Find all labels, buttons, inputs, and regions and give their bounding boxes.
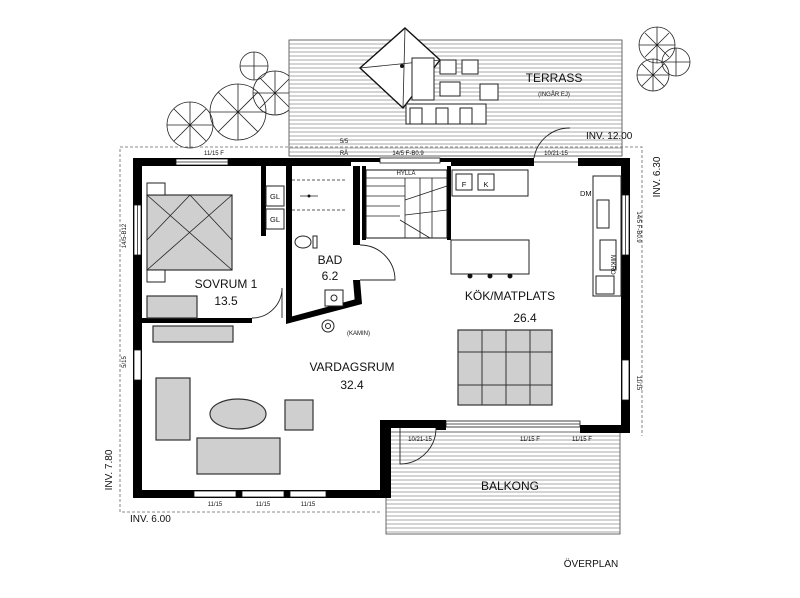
inv-left: INV. 7.80 — [104, 449, 115, 490]
bar-stools — [467, 273, 513, 279]
dm-label: DM — [580, 189, 592, 198]
double-bed — [146, 182, 233, 283]
room-name-bad: BAD — [318, 253, 343, 267]
kamin-icon — [321, 319, 335, 333]
room-area-bad: 6.2 — [322, 269, 339, 283]
balcony-door — [399, 427, 437, 465]
terrass-deck — [288, 39, 623, 157]
bathroom-door — [359, 244, 396, 281]
wardrobe — [146, 295, 198, 319]
dining-table — [457, 329, 553, 406]
kitchen-island — [450, 239, 530, 275]
kitchen-k-label: K — [483, 180, 488, 189]
tree-icon — [638, 26, 676, 64]
tree-icon — [661, 47, 691, 77]
label-w-top-left: 11/15 F — [204, 151, 224, 157]
label-w-left-mid: 5/15 — [122, 356, 128, 368]
terrace-door — [533, 127, 571, 159]
sink — [324, 289, 344, 307]
toilet — [294, 235, 318, 249]
tree-icon — [166, 101, 214, 149]
bedroom-door — [251, 287, 283, 319]
label-w-bottom-b: 11/15 — [256, 502, 271, 508]
label-w-right-top: 14/5 F-B0.9 — [635, 211, 641, 243]
label-w-bottom-c: 11/15 — [301, 502, 316, 508]
label-w-right-bottom: 11/15 — [635, 376, 641, 391]
balkong-label: BALKONG — [481, 479, 539, 493]
armchair-left — [155, 377, 191, 441]
label-w-top-center: 14/5 F-B0.9 — [392, 151, 424, 157]
label-w-balkong-b: 11/15 F — [572, 437, 592, 443]
closet-gl-1 — [265, 185, 285, 207]
closet-gl-1-label: GL — [270, 192, 280, 201]
shower — [292, 179, 345, 211]
label-w-bottom-a: 11/15 — [208, 502, 223, 508]
tree-icon — [636, 58, 670, 92]
tree-icon — [209, 83, 267, 141]
balkong-deck — [385, 431, 621, 535]
label-w-balkong-a: 11/15 F — [520, 437, 540, 443]
label-w-left-top: 14/5-B12 — [122, 223, 128, 248]
mikro-label: MIKRO — [609, 255, 615, 275]
label-w-top-right: 10/21-15 — [544, 151, 568, 157]
terrass-label: TERRASS — [526, 71, 583, 85]
room-name-vardagsrum: VARDAGSRUM — [309, 360, 394, 374]
label-w-top-mid-a: 5/5 — [340, 139, 349, 145]
armchair-right — [284, 399, 314, 431]
closet-gl-2-label: GL — [270, 215, 280, 224]
inv-right: INV. 6.30 — [652, 156, 663, 197]
kitchen-counter-right — [592, 175, 622, 297]
outline-dashed — [119, 146, 643, 513]
room-name-kok: KÖK/MATPLATS — [465, 289, 555, 303]
kitchen-counter-top — [451, 169, 529, 197]
terrass-note: (INGÅR EJ) — [538, 91, 570, 98]
plan-title: ÖVERPLAN — [564, 558, 618, 570]
label-w-top-mid-b: RÅ — [340, 150, 348, 157]
tree-icon — [239, 51, 269, 81]
inv-bottom: INV. 6.00 — [130, 514, 171, 525]
tree-group-right — [636, 26, 691, 92]
coffee-table — [209, 398, 267, 430]
room-name-sovrum: SOVRUM 1 — [195, 277, 258, 291]
kamin-label: (KAMIN) — [347, 331, 370, 337]
inv-top-right: INV. 12.00 — [586, 131, 633, 142]
terrace-table — [405, 57, 499, 125]
hylla-label: HYLLA — [396, 171, 415, 177]
sofa — [196, 437, 281, 475]
sideboard — [152, 325, 234, 343]
tree-group-left — [166, 51, 298, 149]
closet-gl-2 — [265, 208, 285, 230]
room-area-kok: 26.4 — [513, 311, 537, 325]
room-area-sovrum: 13.5 — [214, 294, 238, 308]
windows — [133, 157, 630, 498]
staircase — [365, 169, 448, 239]
label-w-balkong-door: 10/21-15 — [408, 437, 432, 443]
kitchen-f-label: F — [462, 180, 467, 189]
room-area-vardagsrum: 32.4 — [340, 378, 364, 392]
